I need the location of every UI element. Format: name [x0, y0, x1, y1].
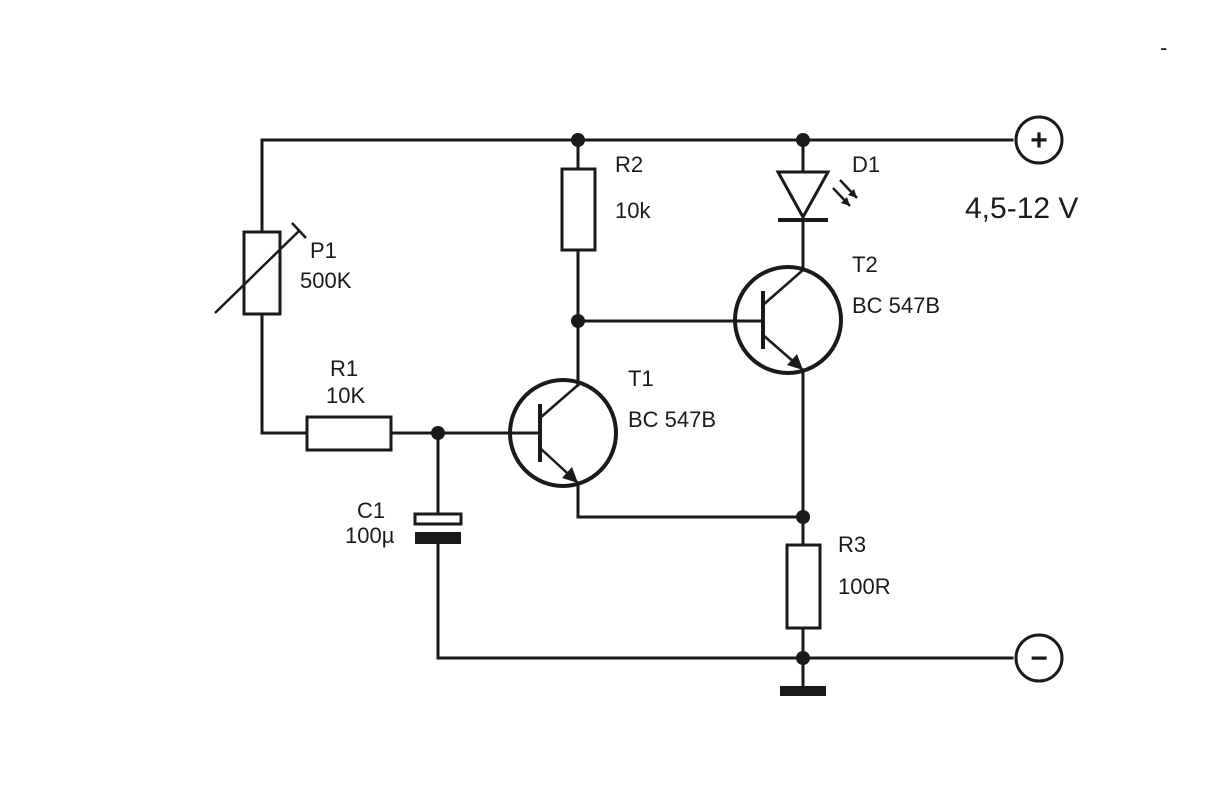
t2-value-label: BC 547B	[852, 293, 940, 318]
junction-dot	[796, 133, 810, 147]
c1-ref-label: C1	[357, 498, 385, 523]
r3-value-label: 100R	[838, 574, 891, 599]
d1-ref-label: D1	[852, 152, 880, 177]
t2-ref-label: T2	[852, 252, 878, 277]
c1-capacitor	[413, 431, 463, 660]
junction-dots	[431, 133, 810, 665]
r3-resistor	[785, 543, 822, 660]
t1-transistor	[508, 378, 618, 488]
positive-terminal: +	[1014, 115, 1064, 165]
t2-transistor	[733, 265, 843, 375]
d1-led	[775, 138, 858, 272]
corner-mark: -	[1160, 35, 1167, 60]
c1-value-label: 100µ	[345, 523, 395, 548]
junction-dot	[571, 133, 585, 147]
r3-ref-label: R3	[838, 532, 866, 557]
r1-resistor	[260, 415, 512, 452]
p1-value-label: 500K	[300, 268, 352, 293]
r1-value-label: 10K	[326, 383, 365, 408]
r2-value-label: 10k	[615, 198, 651, 223]
t1-value-label: BC 547B	[628, 407, 716, 432]
r1-ref-label: R1	[330, 356, 358, 381]
r2-resistor	[560, 138, 597, 387]
t1-emitter-wire	[576, 481, 805, 519]
t1-ref-label: T1	[628, 366, 654, 391]
negative-terminal: −	[1014, 633, 1064, 683]
negative-terminal-symbol: −	[1030, 642, 1048, 675]
junction-dot	[431, 426, 445, 440]
junction-dot	[796, 651, 810, 665]
positive-terminal-symbol: +	[1030, 124, 1048, 157]
r2-ref-label: R2	[615, 152, 643, 177]
p1-ref-label: P1	[310, 238, 337, 263]
supply-voltage-label: 4,5-12 V	[965, 192, 1078, 225]
junction-dot	[796, 510, 810, 524]
junction-dot	[571, 314, 585, 328]
p1-potentiometer	[214, 138, 307, 435]
